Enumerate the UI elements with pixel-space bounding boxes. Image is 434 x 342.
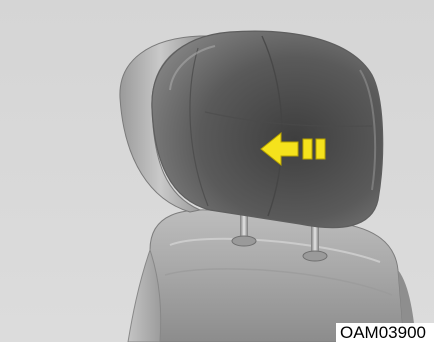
- headrest-front: [152, 31, 383, 227]
- figure-code-label: OAM03900: [336, 323, 434, 342]
